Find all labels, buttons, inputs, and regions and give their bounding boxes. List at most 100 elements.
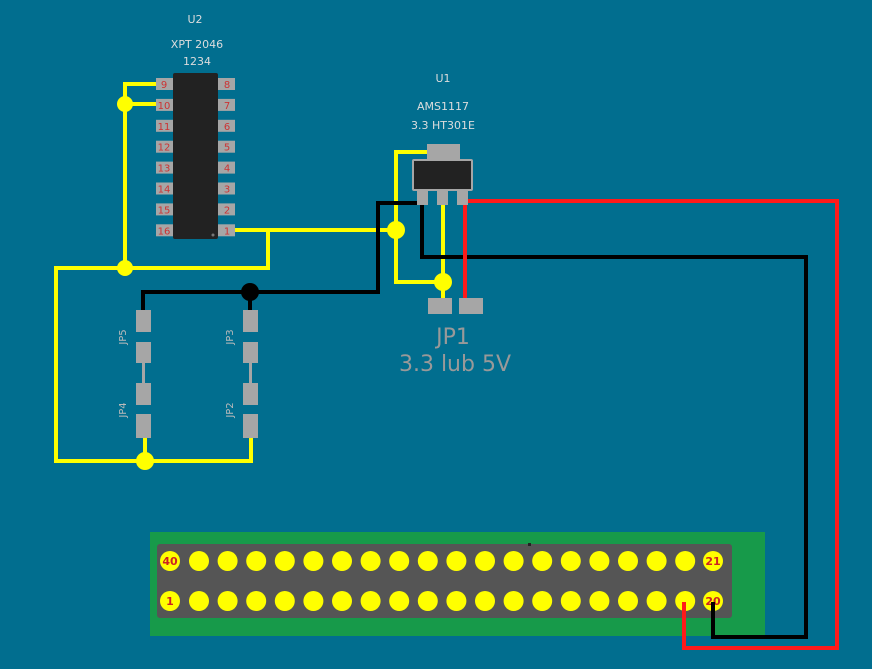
header-pin xyxy=(503,551,524,571)
header-pin xyxy=(246,551,267,571)
header-pin-21 xyxy=(703,551,723,571)
jp2-pad-1 xyxy=(243,383,258,405)
jumpers: JP5 JP4 JP3 JP2 xyxy=(118,310,258,438)
u2-pin-label: 9 xyxy=(161,80,167,91)
header-pin xyxy=(446,591,467,611)
u1-code: 3.3 HT301E xyxy=(411,119,475,132)
header-pin xyxy=(217,551,238,571)
header-pin xyxy=(675,551,696,571)
u1-value: AMS1117 xyxy=(417,100,469,113)
jp1-desc: 3.3 lub 5V xyxy=(399,352,511,377)
header-pin xyxy=(417,551,438,571)
u1-tab xyxy=(427,144,460,161)
gpio-header: 40 21 1 20 xyxy=(150,532,765,636)
header-pin xyxy=(646,551,667,571)
jp5-pad-2 xyxy=(136,342,151,363)
u2-pin-label: 2 xyxy=(224,205,230,216)
jp3-pad-2 xyxy=(243,342,258,363)
header-mark xyxy=(528,543,531,546)
junction-yellow-left-bus xyxy=(117,260,133,276)
header-pin xyxy=(389,591,410,611)
jp1: JP1 3.3 lub 5V xyxy=(399,298,511,377)
junction-yellow-u2-9-10 xyxy=(117,96,133,112)
u2-body xyxy=(173,73,218,239)
jp1-ref: JP1 xyxy=(434,325,470,350)
header-pin xyxy=(274,551,295,571)
u1-pin-in xyxy=(457,190,468,205)
u2-pad-13 xyxy=(156,161,173,174)
u2-pad-8 xyxy=(218,78,235,90)
header-pin xyxy=(246,591,267,611)
u1-ref: U1 xyxy=(435,72,450,85)
header-pin xyxy=(217,591,238,611)
jp-link-right xyxy=(249,362,252,385)
header-pin xyxy=(618,551,638,571)
header-pin xyxy=(303,591,324,611)
u2-pin1-dot xyxy=(211,233,215,237)
header-pin-20 xyxy=(703,591,723,611)
header-pin xyxy=(274,591,295,611)
u2-pin-label: 11 xyxy=(158,122,171,133)
wire-red-5v xyxy=(463,199,839,650)
u2-pad-15 xyxy=(156,203,173,216)
u2-pin-label: 6 xyxy=(224,122,230,133)
jp5-label: JP5 xyxy=(118,329,129,345)
wire-black-gnd xyxy=(141,201,808,639)
u2-pin-label: 4 xyxy=(224,164,230,175)
header-label-top-left: 40 xyxy=(162,555,178,568)
u2-pad-12 xyxy=(156,140,173,153)
header-pin xyxy=(332,591,352,611)
junction-yellow-u1-in xyxy=(387,221,405,239)
jp1-pad-1 xyxy=(428,298,452,314)
header-label-bottom-left: 1 xyxy=(166,595,174,608)
wire-yellow-loop xyxy=(54,230,270,463)
header-pin xyxy=(389,551,410,571)
jp3-pad-1 xyxy=(243,310,258,332)
jp2-pad-2 xyxy=(243,414,258,438)
header-pin xyxy=(446,551,467,571)
u2-pad-10 xyxy=(156,98,173,111)
jp5-pad-1 xyxy=(136,310,151,332)
header-pin xyxy=(475,591,495,611)
header-body xyxy=(157,544,732,618)
header-pin xyxy=(303,551,324,571)
u2-pad-6 xyxy=(218,119,235,132)
header-pin xyxy=(560,591,581,611)
u2-pad-9 xyxy=(156,78,173,90)
u2-pin-label: 7 xyxy=(224,101,230,112)
u2-pad-16 xyxy=(156,224,173,237)
u2-pad-1 xyxy=(218,224,235,237)
header-pin xyxy=(189,551,209,571)
header-pin xyxy=(589,591,610,611)
jp1-pad-2 xyxy=(459,298,483,314)
u2-pin-label: 1 xyxy=(224,226,230,237)
u2-pin-label: 15 xyxy=(158,205,171,216)
header-pin xyxy=(475,551,495,571)
u2-value: XPT 2046 xyxy=(171,38,223,51)
u2-pin-label: 14 xyxy=(158,185,171,196)
jp4-label: JP4 xyxy=(118,402,129,418)
u1-ams1117: U1 AMS1117 3.3 HT301E xyxy=(411,72,475,205)
u2-pad-5 xyxy=(218,140,235,153)
u2-pin-label: 10 xyxy=(158,101,171,112)
jp3-label: JP3 xyxy=(225,329,236,345)
junctions xyxy=(117,96,452,470)
u2-ref: U2 xyxy=(187,13,202,26)
header-pin xyxy=(560,551,581,571)
header-pin xyxy=(332,551,352,571)
u2-pad-2 xyxy=(218,203,235,216)
junction-yellow-u1-out xyxy=(434,273,452,291)
jp4-pad-2 xyxy=(136,414,151,438)
jp4-pad-1 xyxy=(136,383,151,405)
u1-pin-gnd xyxy=(417,190,428,205)
u2-pad-11 xyxy=(156,119,173,132)
header-pin xyxy=(589,551,610,571)
header-pin xyxy=(189,591,209,611)
header-pin xyxy=(532,551,553,571)
jp2-label: JP2 xyxy=(225,402,236,418)
jp-link-left xyxy=(142,362,145,385)
u2-pin-label: 3 xyxy=(224,185,230,196)
